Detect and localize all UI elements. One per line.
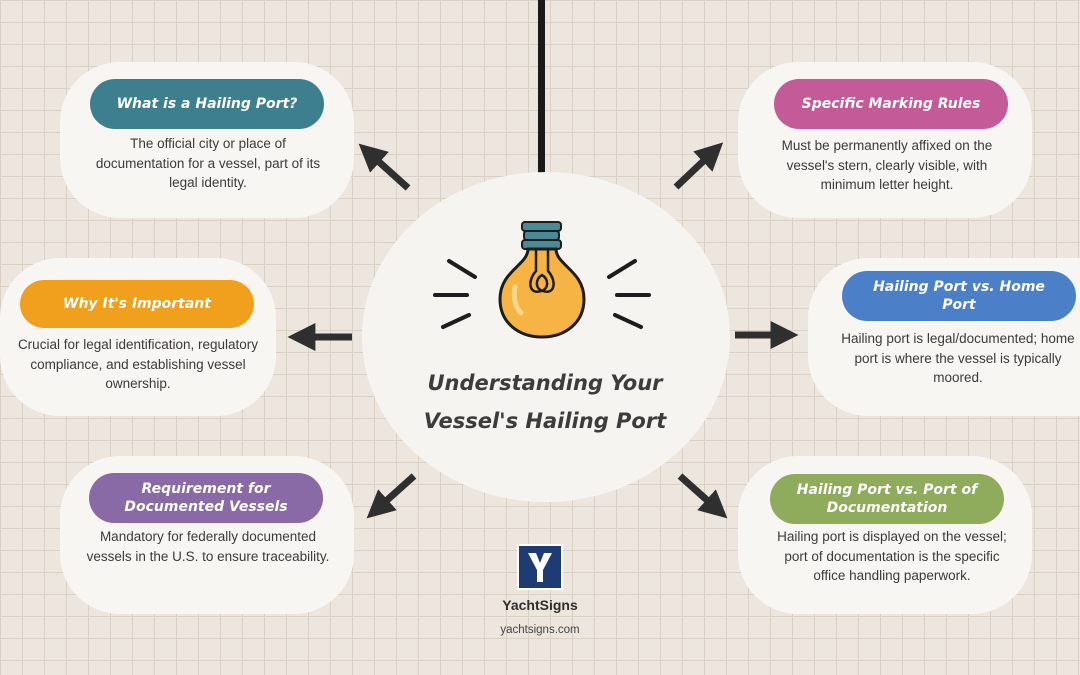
diagram-title-line2: Vessel's Hailing Port <box>423 409 667 433</box>
diagram-title: Understanding Your Vessel's Hailing Port <box>395 364 695 440</box>
brand-name: YachtSigns <box>502 597 578 613</box>
node-title-vs-documentation: Hailing Port vs. Port of Documentation <box>770 474 1004 524</box>
node-title-what-is: What is a Hailing Port? <box>90 79 324 129</box>
arrow-to-what-is <box>358 143 411 191</box>
logo-letter-y-icon <box>528 553 552 582</box>
arrow-to-vs-documentation <box>677 473 728 519</box>
node-text-what-is: The official city or place of documentat… <box>95 136 321 190</box>
brand-site[interactable]: yachtsigns.com <box>500 624 580 636</box>
node-title-marking-rules: Specific Marking Rules <box>774 79 1008 129</box>
node-text-why-important: Crucial for legal identification, regula… <box>17 337 259 391</box>
node-text-vs-home: Hailing port is legal/documented; home p… <box>841 331 1075 385</box>
arrow-to-marking-rules <box>673 142 724 190</box>
diagram-title-line1: Understanding Your <box>427 371 663 395</box>
node-text-requirement: Mandatory for federally documented vesse… <box>86 529 330 564</box>
node-text-marking-rules: Must be permanently affixed on the vesse… <box>781 138 993 192</box>
node-text-vs-documentation: Hailing port is displayed on the vessel;… <box>777 529 1007 583</box>
node-title-requirement: Requirement for Documented Vessels <box>89 473 323 523</box>
lamp-cord <box>538 0 545 222</box>
yachtsigns-logo[interactable] <box>517 544 563 590</box>
node-title-vs-home: Hailing Port vs. Home Port <box>842 271 1076 321</box>
node-title-why-important: Why It's Important <box>20 280 254 328</box>
arrow-to-requirement <box>366 473 417 519</box>
lightbulb-icon <box>433 221 651 339</box>
